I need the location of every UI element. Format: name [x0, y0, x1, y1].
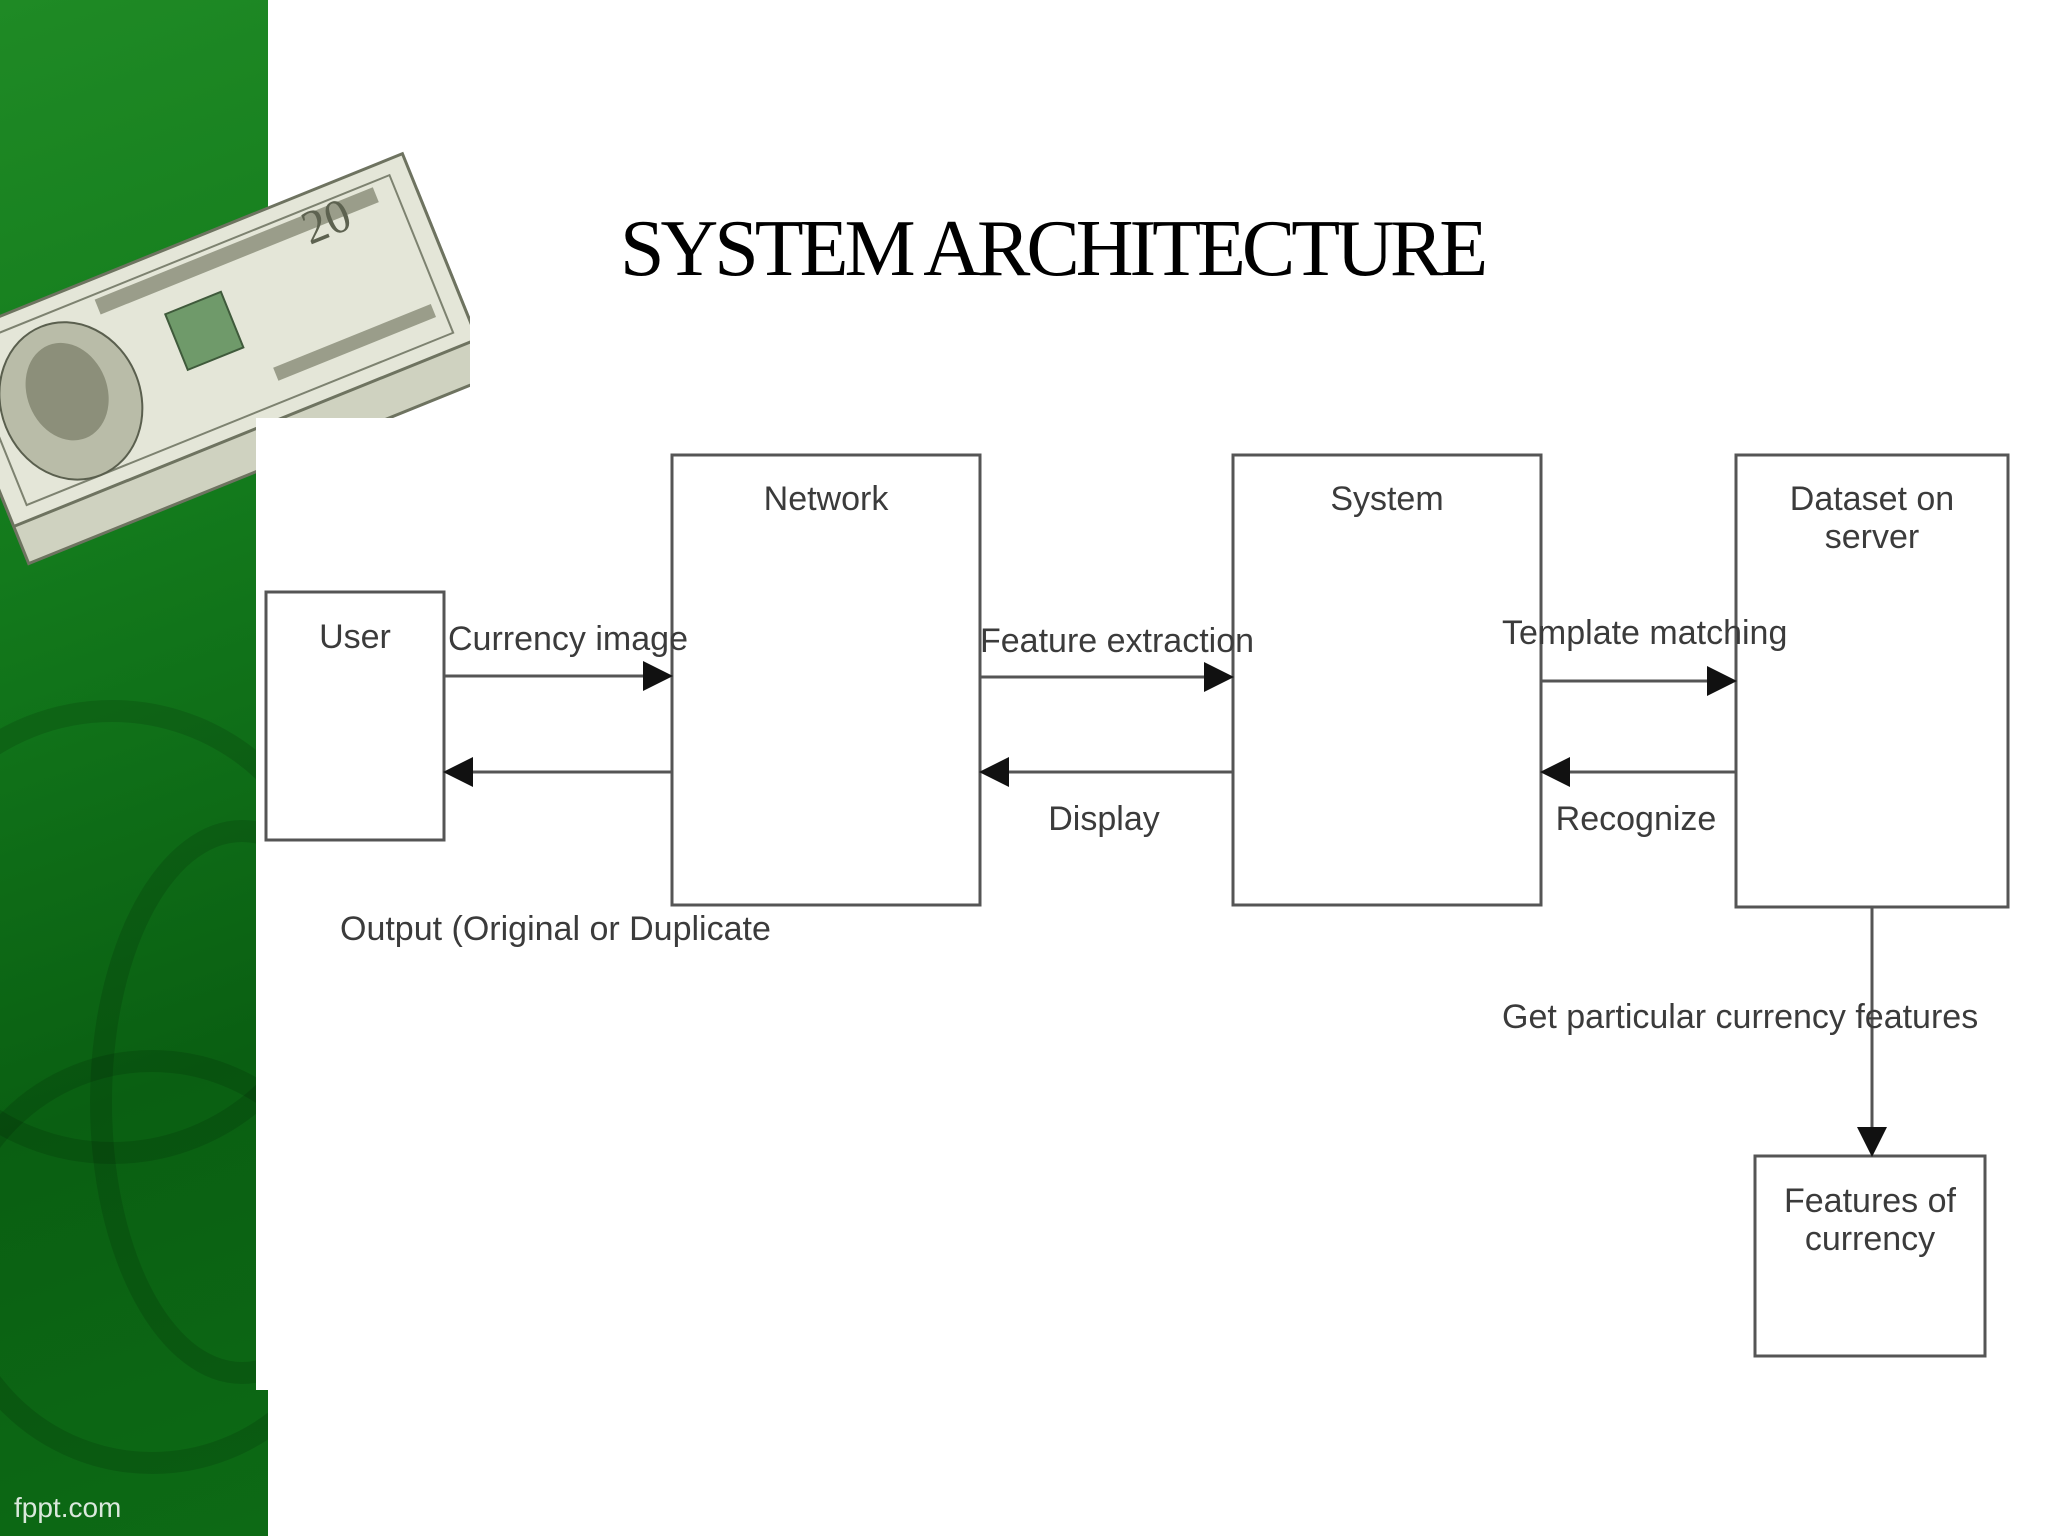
dataset-node-label: Dataset on [1790, 480, 1954, 518]
edge-network-to-system-label: Feature extraction [980, 622, 1254, 660]
user-node-label: User [319, 618, 391, 656]
edge-dataset-to-system-label: Recognize [1556, 800, 1717, 838]
features-node-label: Features of [1784, 1182, 1957, 1220]
edge-network-to-user-label: Output (Original or Duplicate [340, 910, 771, 948]
edge-system-to-dataset-label: Template matching [1502, 614, 1787, 652]
features-node-label-line2: currency [1805, 1220, 1935, 1258]
edge-dataset-to-features-label: Get particular currency features [1502, 998, 1978, 1036]
network-node-label: Network [764, 480, 890, 518]
user-node [264, 590, 446, 842]
edge-system-to-network-label: Display [1048, 800, 1159, 838]
diagram-background [256, 418, 2048, 1390]
dataset-node-label-line2: server [1825, 518, 1919, 556]
network-node [670, 453, 982, 907]
banknote-icon: 20 [0, 151, 470, 566]
edge-user-to-network-label: Currency image [448, 620, 688, 658]
slide-title: SYSTEM ARCHITECTURE [620, 204, 1488, 293]
system-node-label: System [1330, 480, 1443, 518]
footer-brand: fppt.com [14, 1492, 122, 1523]
system-node [1231, 453, 1543, 907]
